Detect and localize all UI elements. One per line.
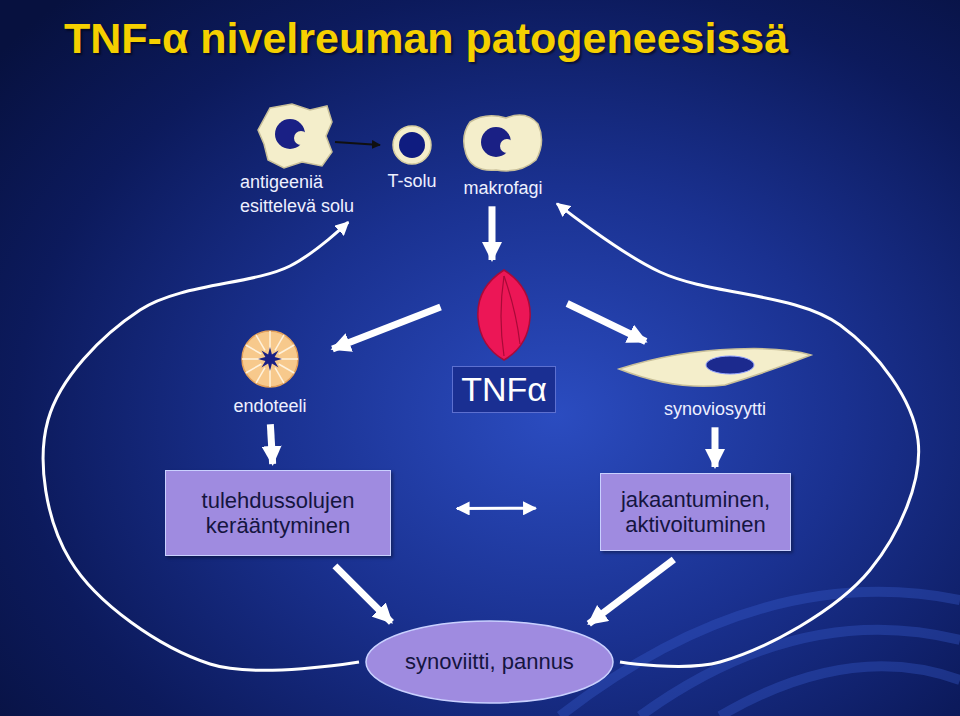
nucleus-notch — [500, 139, 514, 153]
box-label: tulehdussolujen kerääntyminen — [176, 488, 380, 539]
cell-nucleus — [706, 356, 754, 374]
arrow-connector — [335, 566, 392, 622]
box-label: jakaantuminen, aktivoituminen — [611, 487, 780, 538]
cell-illustration — [215, 326, 325, 394]
cell-label: makrofagi — [448, 176, 558, 200]
cell-wall-line — [269, 331, 271, 349]
arrow-connector — [712, 427, 719, 467]
cell-nucleus — [399, 132, 425, 158]
cell-wall-line — [256, 335, 265, 351]
cell-illustration — [232, 100, 357, 170]
tnf-molecule — [478, 270, 530, 360]
arrow-connector — [589, 559, 674, 623]
cell-body — [619, 349, 811, 387]
box-label: synoviitti, pannus — [405, 649, 574, 674]
arrow-connector — [457, 507, 536, 510]
process-box: jakaantuminen, aktivoituminen — [600, 473, 791, 551]
arrow-connector — [567, 303, 646, 341]
process-box: tulehdussolujen kerääntyminen — [165, 470, 391, 556]
tnf-label: TNFα — [452, 366, 556, 413]
nucleus-notch — [294, 131, 308, 145]
cell-body — [258, 104, 332, 168]
arrow-connector — [489, 206, 496, 260]
t-cell: T-solu — [372, 121, 452, 193]
cell-wall-line — [279, 345, 295, 354]
cell-wall-line — [246, 364, 262, 373]
cell-illustration — [448, 266, 560, 364]
cell-body — [464, 115, 542, 171]
tnf-subunit-line — [501, 276, 504, 356]
cell-body — [242, 331, 298, 387]
macrophage: makrofagi — [448, 110, 558, 200]
cell-wall-line — [279, 364, 295, 373]
ellipse-fill — [366, 621, 613, 703]
cell-wall-line — [246, 345, 262, 354]
cell-wall-line — [256, 368, 265, 384]
swirl-line — [560, 592, 960, 716]
swirl-line — [640, 630, 960, 716]
cell-illustration — [448, 110, 558, 176]
cell-label: T-solu — [372, 169, 452, 193]
feedback-curve — [557, 204, 919, 667]
cell-body — [393, 126, 431, 164]
arrow-connector — [270, 424, 272, 464]
tnf-subunit-line — [504, 276, 520, 344]
outcome-ellipse: synoviitti, pannus — [365, 620, 614, 704]
cell-wall-line — [242, 358, 260, 360]
antigen-cell: antigeeniä esittelevä solu — [232, 100, 357, 219]
endothelium-cell: endoteeli — [215, 326, 325, 418]
cell-label: endoteeli — [215, 394, 325, 418]
cell-nucleus — [258, 347, 282, 371]
cell-label: synoviosyytti — [615, 397, 815, 421]
cell-wall-line — [275, 335, 284, 351]
arrow-connector — [332, 307, 440, 349]
cell-illustration — [615, 345, 815, 397]
synoviocyte-cell: synoviosyytti — [615, 345, 815, 421]
swirl-line — [720, 666, 960, 716]
tnf-node: TNFα — [448, 266, 560, 413]
cell-wall-line — [280, 358, 298, 360]
arrow-connector — [335, 142, 380, 145]
cell-wall-line — [275, 368, 284, 384]
cell-label: antigeeniä esittelevä solu — [232, 170, 357, 219]
cell-wall-line — [269, 369, 271, 387]
feedback-curve — [43, 222, 359, 670]
slide-title: TNF-α nivelreuman patogeneesissä — [64, 14, 788, 63]
cell-illustration — [372, 121, 452, 169]
